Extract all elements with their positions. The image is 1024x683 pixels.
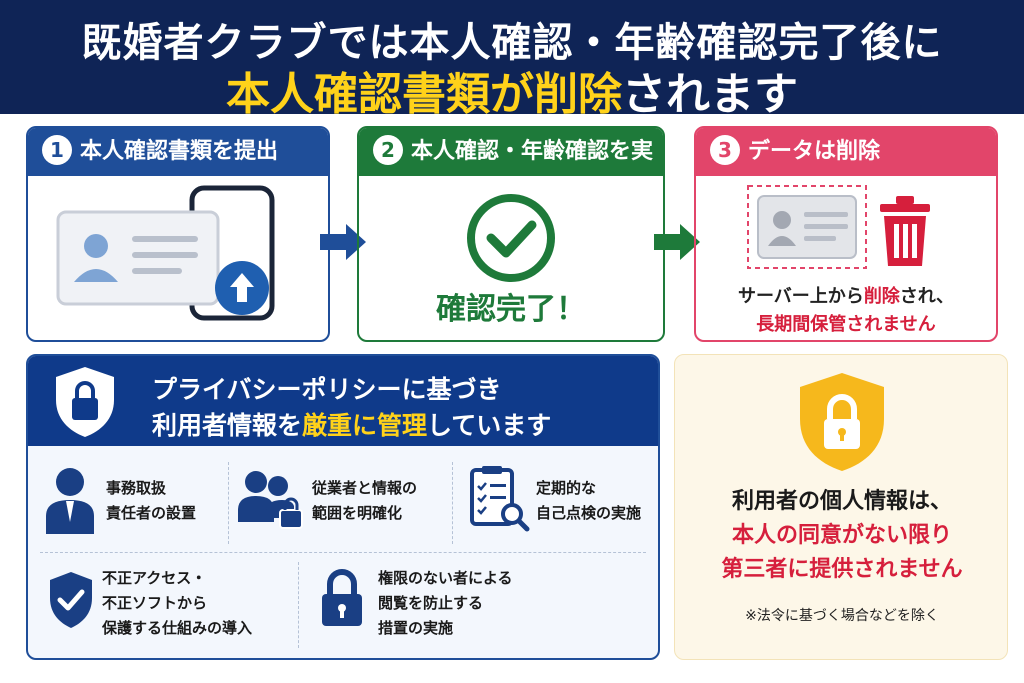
divider xyxy=(452,462,453,544)
policy-item-3: 定期的な自己点検の実施 xyxy=(536,476,641,526)
policy-title-c: しています xyxy=(427,411,552,440)
policy-item-line: 事務取扱 xyxy=(106,479,167,497)
policy-item-line: 範囲を明確化 xyxy=(312,504,403,522)
delete-note-line1: サーバー上から削除され、 xyxy=(694,282,998,308)
policy-item-line: 不正ソフトから xyxy=(102,594,208,612)
divider xyxy=(298,562,299,648)
step-label: 本人確認・年齢確認を実施 xyxy=(359,139,654,212)
step-header: 1 本人確認書類を提出 xyxy=(28,128,328,176)
step-label: 本人確認書類を提出 xyxy=(80,139,279,164)
policy-item-2: 従業者と情報の範囲を明確化 xyxy=(312,476,417,526)
policy-item-line: 定期的な xyxy=(536,479,597,497)
lock-icon xyxy=(322,569,362,626)
policy-item-line: 従業者と情報の xyxy=(312,479,418,497)
delete-note-line2: 長期間保管されません xyxy=(756,314,936,335)
shield-lock-icon xyxy=(56,367,114,437)
step-number: 3 xyxy=(710,135,740,165)
arrow-right-icon xyxy=(654,224,700,260)
divider xyxy=(228,462,229,544)
header-highlight: 本人確認書類が削除 xyxy=(226,69,622,120)
policy-item-4: 不正アクセス・不正ソフトから保護する仕組みの導入 xyxy=(102,566,252,641)
policy-item-5: 権限のない者による閲覧を防止する措置の実施 xyxy=(378,566,513,641)
header-banner: 既婚者クラブでは本人確認・年齢確認完了後に 本人確認書類が削除されます xyxy=(0,0,1024,120)
divider xyxy=(40,552,646,553)
header-title-line1: 既婚者クラブでは本人確認・年齢確認完了後に xyxy=(81,20,943,66)
policy-item-line: 閲覧を防止する xyxy=(378,594,484,612)
privacy-policy-panel: プライバシーポリシーに基づき 利用者情報を厳重に管理しています 事務取扱責任者の… xyxy=(26,354,660,660)
policy-item-line: 保護する仕組みの導入 xyxy=(102,619,253,637)
header-rest: されます xyxy=(622,69,798,120)
person-icon xyxy=(46,468,94,534)
step-header: 3 データは削除 xyxy=(696,128,996,176)
policy-title-line2: 利用者情報を厳重に管理しています xyxy=(152,406,551,442)
policy-item-1: 事務取扱責任者の設置 xyxy=(106,476,196,526)
policy-item-line: 責任者の設置 xyxy=(106,504,197,522)
delete-note-b: 削除 xyxy=(863,286,900,307)
step-label: データは削除 xyxy=(748,139,881,164)
id-card-upload-icon xyxy=(56,185,275,321)
policy-item-line: 措置の実施 xyxy=(378,619,454,637)
step-number: 1 xyxy=(42,135,72,165)
people-lock-icon xyxy=(238,471,303,529)
policy-title-a: 利用者情報を xyxy=(152,411,303,440)
header-title-line2: 本人確認書類が削除されます xyxy=(0,58,1024,122)
check-circle-icon xyxy=(467,194,555,282)
notice-footnote: ※法令に基づく場合などを除く xyxy=(745,608,939,624)
arrow-right-icon xyxy=(320,224,366,260)
step-card-submit: 1 本人確認書類を提出 xyxy=(26,126,330,342)
step-card-delete: 3 データは削除 xyxy=(694,126,998,342)
policy-title-line1: プライバシーポリシーに基づき xyxy=(152,375,502,404)
third-party-notice: 利用者の個人情報は、 本人の同意がない限り 第三者に提供されません ※法令に基づ… xyxy=(674,354,1008,660)
policy-item-line: 権限のない者による xyxy=(378,569,513,587)
policy-item-line: 不正アクセス・ xyxy=(102,569,207,587)
policy-item-line: 自己点検の実施 xyxy=(536,504,642,522)
delete-note-c: され、 xyxy=(899,286,954,307)
policy-title-b: 厳重に管理 xyxy=(302,411,428,440)
delete-note-a: サーバー上から xyxy=(737,286,864,307)
shield-check-icon xyxy=(50,572,92,628)
notice-line1: 利用者の個人情報は、 xyxy=(731,489,952,514)
notice-line3: 第三者に提供されません xyxy=(721,557,963,582)
policy-header: プライバシーポリシーに基づき 利用者情報を厳重に管理しています xyxy=(28,356,658,446)
id-card-trash-icon xyxy=(747,185,930,269)
shield-lock-icon xyxy=(800,373,884,471)
checklist-icon xyxy=(470,466,530,532)
verify-complete-text: 確認完了！ xyxy=(436,292,586,327)
notice-line2: 本人の同意がない限り xyxy=(731,523,952,548)
step-number: 2 xyxy=(373,135,403,165)
